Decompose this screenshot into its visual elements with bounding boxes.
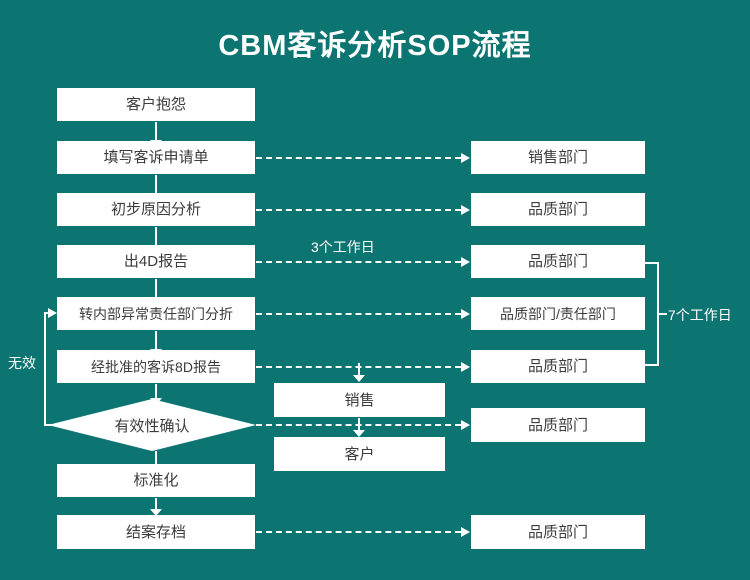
link-arrow-to-quality-dept [256, 362, 470, 372]
process-box-sales[interactable]: 销售 [274, 383, 445, 417]
process-box-approved-8d-report[interactable]: 经批准的客诉8D报告 [57, 350, 255, 383]
process-box-case-closing-archive[interactable]: 结案存档 [57, 515, 255, 549]
process-box-fill-complaint-form[interactable]: 填写客诉申请单 [57, 141, 255, 174]
department-box-quality-dept[interactable]: 品质部门 [471, 193, 645, 226]
process-box-customer[interactable]: 客户 [274, 437, 445, 471]
invalid-loop-segment-vertical [44, 313, 46, 426]
process-box-standardization[interactable]: 标准化 [57, 464, 255, 497]
invalid-loop-segment-bottom [44, 424, 54, 426]
link-arrow-to-quality-dept [256, 257, 470, 267]
department-box-sales-dept[interactable]: 销售部门 [471, 141, 645, 174]
link-arrow-to-quality-dept [256, 205, 470, 215]
duration-bracket-top [645, 262, 658, 264]
duration-bracket-bottom [645, 364, 658, 366]
duration-label-3-working-days: 3个工作日 [311, 239, 375, 255]
invalid-loop-label: 无效 [8, 355, 36, 371]
decision-box-effectiveness-confirmation[interactable]: 有效性确认 [48, 399, 256, 451]
invalid-loop-arrowhead [48, 308, 57, 318]
connector-arrow-down [149, 498, 163, 516]
duration-bracket-tick [657, 313, 667, 315]
link-arrow-to-quality-dept [256, 527, 470, 537]
department-box-quality-dept[interactable]: 品质部门 [471, 350, 645, 383]
page-title: CBM客诉分析SOP流程 [218, 30, 532, 62]
department-box-quality-dept[interactable]: 品质部门 [471, 515, 645, 549]
connector-arrow-down [352, 363, 366, 382]
link-arrow-to-quality-responsible-dept [256, 309, 470, 319]
link-arrow-to-sales-dept [256, 153, 470, 163]
department-box-quality-dept[interactable]: 品质部门 [471, 245, 645, 278]
process-box-4d-report[interactable]: 出4D报告 [57, 245, 255, 278]
department-box-quality-responsible-dept[interactable]: 品质部门/责任部门 [471, 297, 645, 330]
department-box-quality-dept[interactable]: 品质部门 [471, 408, 645, 442]
process-box-initial-cause-analysis[interactable]: 初步原因分析 [57, 193, 255, 226]
process-box-transfer-internal-department[interactable]: 转内部异常责任部门分折 [57, 297, 255, 330]
link-arrow-decision-to-quality-dept [256, 420, 470, 430]
process-box-customer-complaint[interactable]: 客户抱怨 [57, 88, 255, 121]
duration-label-7-working-days: 7个工作日 [668, 307, 732, 323]
